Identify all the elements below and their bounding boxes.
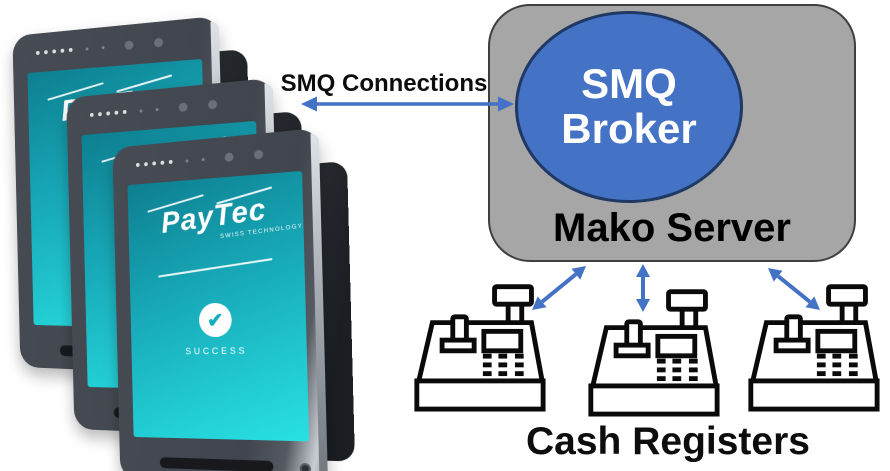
led-dot	[168, 159, 173, 165]
terminal-led-row	[35, 34, 188, 58]
sensor-dot	[139, 108, 143, 113]
camera-icon	[253, 149, 264, 160]
screen-divider-line	[158, 258, 273, 278]
terminal-screen: PayTec SWISS TECHNOLOGY ✔ SUCCESS	[127, 170, 310, 442]
status-text: SUCCESS	[185, 345, 248, 357]
led-dot	[35, 50, 40, 56]
led-dot	[89, 112, 94, 118]
terminal-body: PayTec SWISS TECHNOLOGY ✔ SUCCESS	[112, 127, 329, 471]
led-dot	[160, 160, 165, 165]
camera-icon	[124, 39, 134, 50]
led-dot	[98, 112, 102, 117]
sensor-dot	[85, 46, 89, 51]
camera-icon	[224, 151, 234, 162]
led-dot	[68, 47, 73, 53]
smq-broker-ellipse: SMQ Broker	[515, 11, 743, 203]
double-arrow-icon	[532, 266, 586, 310]
led-dot	[44, 50, 48, 55]
payment-terminal-front: PayTec SWISS TECHNOLOGY ✔ SUCCESS	[112, 127, 356, 471]
led-dot	[122, 109, 127, 115]
smq-broker-line1: SMQ	[581, 60, 677, 108]
smq-broker-line2: Broker	[561, 105, 697, 152]
mako-server-box: SMQ Broker Mako Server	[488, 4, 856, 262]
double-arrow-icon	[301, 96, 514, 112]
double-arrow-icon	[768, 268, 820, 310]
printer-slot	[159, 457, 273, 471]
check-icon: ✔	[198, 302, 233, 338]
sensor-dot	[101, 45, 105, 49]
front-camera-icon	[299, 462, 312, 471]
sensor-dot	[201, 157, 205, 161]
camera-icon	[207, 99, 218, 110]
camera-icon	[178, 101, 188, 112]
terminal-led-row	[89, 96, 242, 120]
mako-server-label: Mako Server	[553, 206, 791, 250]
led-dot	[135, 162, 140, 168]
sensor-dot	[155, 107, 159, 111]
led-dot	[114, 110, 119, 115]
led-dot	[60, 48, 65, 53]
terminal-led-row	[135, 146, 288, 170]
sensor-dot	[185, 158, 189, 163]
camera-icon	[153, 37, 164, 48]
led-dot	[106, 111, 111, 116]
led-dot	[152, 161, 157, 166]
cash-registers-label: Cash Registers	[526, 420, 810, 463]
led-dot	[52, 49, 57, 54]
double-arrow-icon	[636, 264, 650, 312]
smq-connections-label: SMQ Connections	[280, 70, 488, 97]
led-dot	[144, 162, 148, 167]
